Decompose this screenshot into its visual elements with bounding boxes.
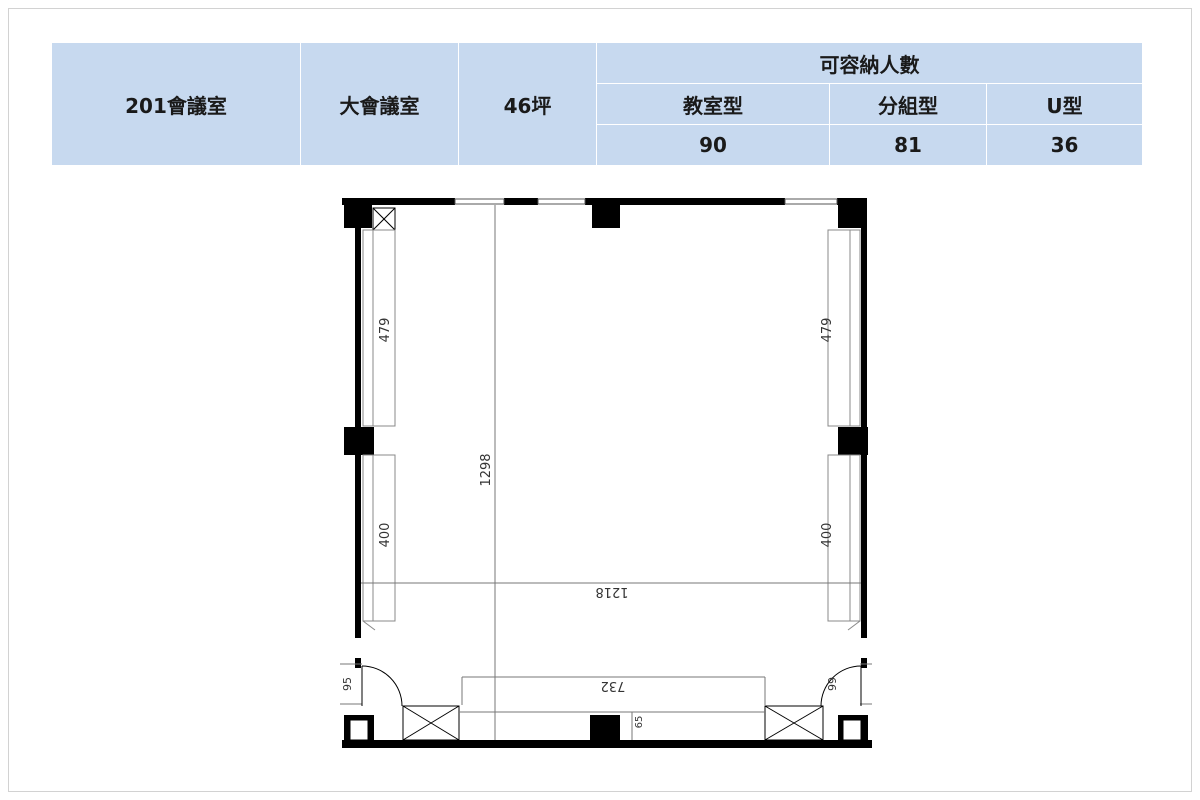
layout-u-shape-label: U型 [985, 83, 1144, 125]
layout-classroom-label: 教室型 [596, 83, 830, 125]
doors [361, 665, 862, 707]
windows [454, 198, 838, 205]
dim-door-left: 95 [341, 677, 354, 691]
cabinets [362, 229, 861, 631]
room-id-cell: 201會議室 [51, 42, 301, 166]
dim-left-upper: 479 [378, 318, 393, 343]
layout-group-label: 分組型 [829, 83, 987, 125]
storage-boxes-bottom [402, 705, 824, 741]
dim-right-lower: 400 [820, 523, 835, 548]
dimension-labels: 479 400 479 400 1298 1218 732 95 99 65 [341, 318, 839, 729]
dim-bottom-gap: 65 [634, 716, 645, 729]
dimension-lines [340, 205, 872, 740]
dim-left-lower: 400 [378, 523, 393, 548]
capacity-header: 可容納人數 [595, 42, 1144, 84]
dim-width: 1218 [595, 584, 628, 599]
room-area-cell: 46坪 [458, 42, 597, 166]
layout-u-shape-value: 36 [985, 124, 1144, 166]
dim-depth: 1298 [479, 453, 494, 486]
page-frame [8, 8, 1192, 792]
dim-door-right: 99 [826, 677, 839, 691]
room-capacity-table: 201會議室 大會議室 46坪 可容納人數 教室型 分組型 U型 90 81 3… [51, 42, 1144, 166]
dim-inner-width: 732 [601, 678, 626, 693]
room-type-cell: 大會議室 [300, 42, 459, 166]
walls [342, 198, 872, 748]
dim-right-upper: 479 [820, 318, 835, 343]
storage-box-top-left [372, 207, 396, 231]
layout-group-value: 81 [829, 124, 987, 166]
layout-classroom-value: 90 [596, 124, 830, 166]
